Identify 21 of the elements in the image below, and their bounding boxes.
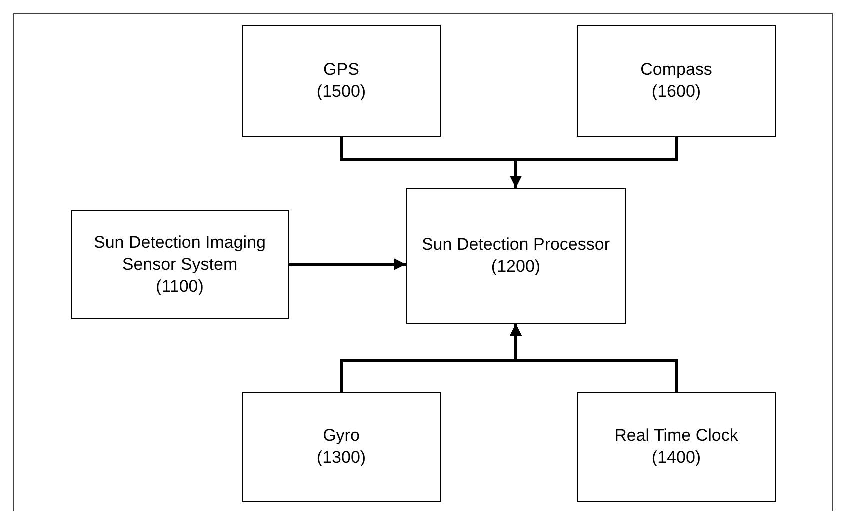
process-box — [242, 25, 441, 137]
reference-number: (1600) — [652, 81, 702, 103]
arrow — [289, 258, 406, 270]
box-title: Sun Detection Processor — [422, 234, 610, 256]
reference-number: (1200) — [491, 256, 541, 278]
process-box — [577, 25, 776, 137]
box-title: Compass — [640, 59, 712, 81]
process-box — [71, 210, 289, 319]
process-box — [577, 392, 776, 502]
process-box — [242, 392, 441, 502]
reference-number: (1100) — [156, 276, 204, 298]
reference-number: (1500) — [316, 81, 366, 103]
arrow — [510, 324, 678, 392]
reference-number: (1300) — [316, 447, 366, 469]
arrow — [510, 137, 678, 188]
box-title: Sun Detection Imaging Sensor System — [93, 232, 267, 276]
box-title: GPS — [324, 59, 360, 81]
reference-number: (1400) — [652, 447, 702, 469]
box-title: Real Time Clock — [614, 425, 738, 447]
process-box — [406, 188, 626, 324]
box-title: Gyro — [323, 425, 360, 447]
